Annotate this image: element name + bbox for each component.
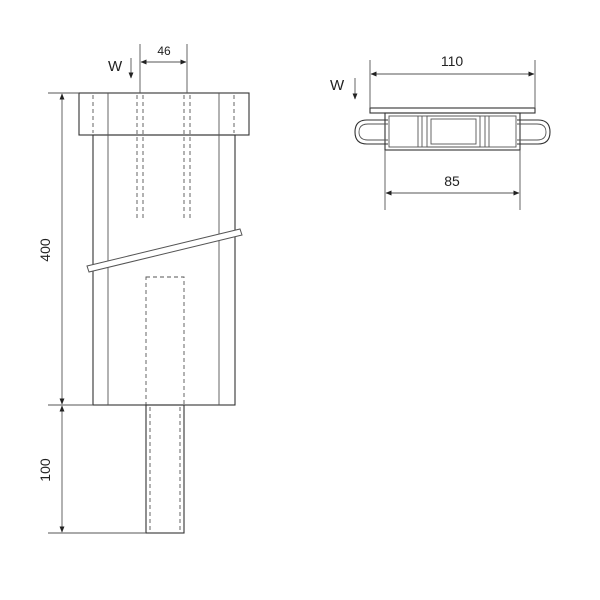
dim-400-text: 400	[37, 238, 53, 262]
dim-110-text: 110	[441, 53, 464, 69]
top-view	[354, 107, 551, 151]
box-inner	[388, 115, 517, 148]
dim-100-text: 100	[37, 458, 53, 482]
main-body	[92, 134, 236, 406]
dim-85-text: 85	[444, 173, 460, 189]
dim-46-text: 46	[157, 44, 171, 58]
front-dimensions: 46 W 400 100	[37, 44, 188, 534]
middle-compartment-inner	[430, 118, 477, 145]
right-handle	[517, 119, 551, 145]
right-handle-inner	[517, 123, 547, 141]
leg	[145, 404, 185, 534]
top-w-label: W	[330, 77, 345, 94]
top-dimensions: 110 W 85	[330, 53, 536, 210]
top-collar	[78, 92, 250, 136]
middle-compartment	[426, 115, 481, 148]
box-outer	[384, 112, 521, 151]
top-plate	[369, 107, 536, 114]
front-w-label: W	[108, 58, 123, 75]
left-handle	[354, 119, 388, 145]
break-band	[86, 228, 243, 273]
front-view	[78, 92, 250, 534]
inner-leg-dashed	[145, 276, 185, 406]
left-handle-inner	[358, 123, 388, 141]
